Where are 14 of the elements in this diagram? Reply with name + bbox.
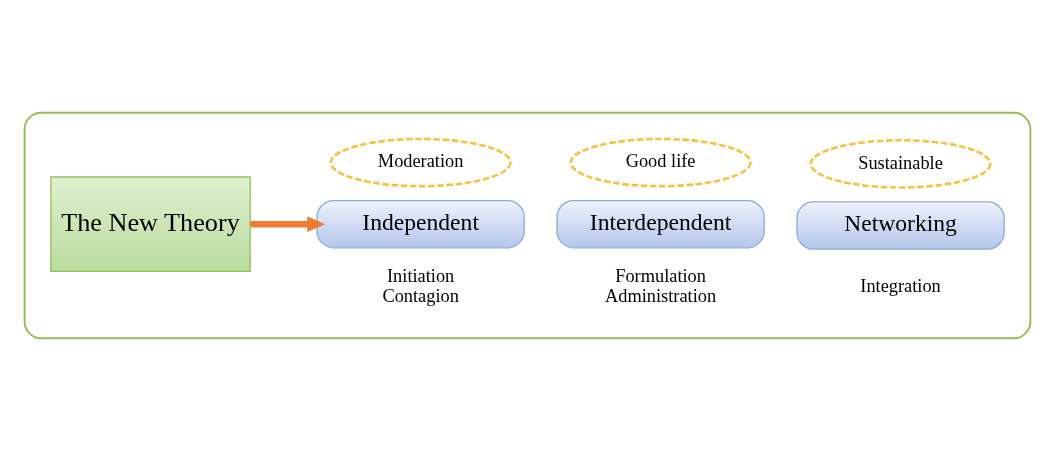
node-label: Contagion (382, 285, 459, 306)
node-ellipse: Moderation (329, 137, 512, 187)
arrow (250, 215, 326, 232)
node-box: Independent (316, 199, 525, 248)
node-label: Initiation (387, 265, 455, 286)
node-box: Networking (796, 200, 1005, 250)
node-label: Integration (860, 275, 941, 296)
node-label: Formulation (615, 265, 706, 286)
cluster (23, 111, 1032, 339)
node-box: Interdependent (556, 199, 765, 248)
node-ellipse: Good life (569, 137, 752, 187)
node-label: Administration (605, 285, 717, 306)
node-ellipse: Sustainable (809, 138, 992, 189)
node-box: The New Theory (50, 175, 251, 272)
